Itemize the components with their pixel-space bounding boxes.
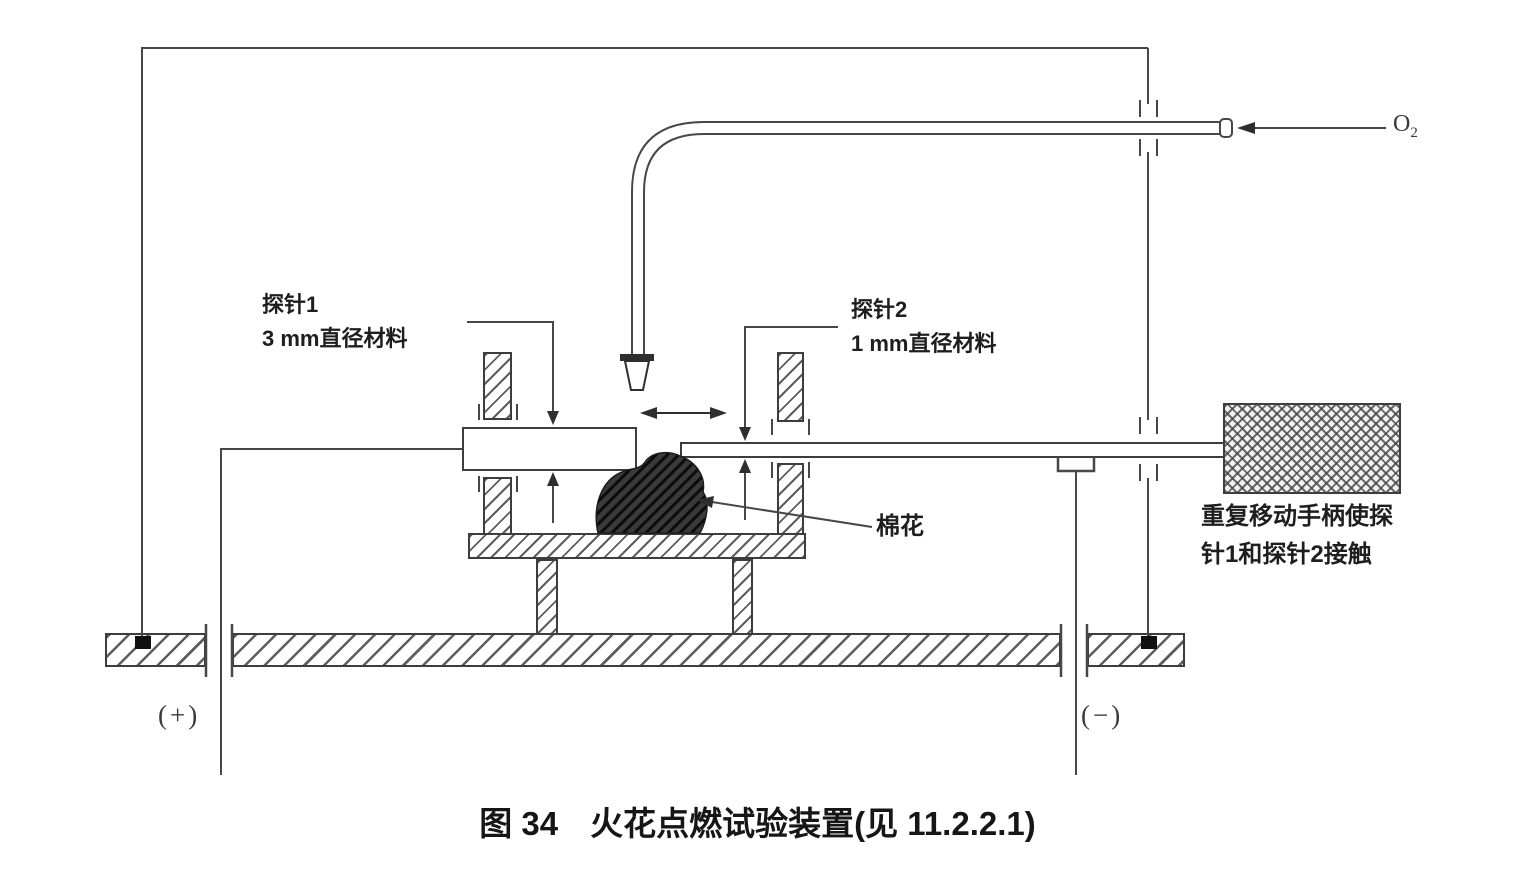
handle-instruction: 重复移动手柄使探 针1和探针2接触 [1201, 498, 1393, 574]
tube-inner-line [643, 133, 1220, 359]
probe1-annotation: 探针1 3 mm直径材料 [262, 288, 407, 356]
break-below-tube [1139, 139, 1158, 156]
cup-left-wall-upper [483, 352, 512, 420]
terminal-block-left [135, 636, 151, 649]
nozzle-tip [623, 360, 651, 391]
probe2-annotation: 探针2 1 mm直径材料 [851, 293, 996, 361]
probe1-leader [467, 321, 559, 523]
top-and-left-wire [141, 47, 1148, 636]
o2-arrowhead-icon [1237, 122, 1255, 134]
base-plate-middle-section [232, 633, 1061, 667]
figure-number: 图 34 [479, 805, 559, 842]
cotton-label: 棉花 [876, 513, 924, 540]
rod-wire-clamp [1056, 456, 1096, 473]
gap-arrowhead-right-icon [710, 407, 727, 419]
handle-instruction-line2: 针1和探针2接触 [1201, 541, 1372, 568]
base-plate-gap-caps [204, 624, 1089, 677]
break-below-rod [1139, 464, 1158, 481]
base-plate-right-section [1087, 633, 1185, 667]
gap-double-arrow [640, 407, 727, 419]
figure-caption: 图 34 火花点燃试验装置(见 11.2.2.1) [0, 797, 1515, 845]
support-leg-right [732, 559, 753, 635]
handle-instruction-line1: 重复移动手柄使探 [1201, 503, 1393, 530]
oxygen-tube [631, 118, 1233, 359]
positive-electrode-wire [220, 448, 462, 775]
cup-bottom-plate [468, 533, 806, 559]
wire-crossing-breaks [1139, 100, 1158, 481]
gap-arrowhead-left-icon [640, 407, 657, 419]
cup-left-wall-lower [483, 477, 512, 535]
break-above-tube [1139, 100, 1158, 117]
probe2-up-arrowhead-icon [739, 459, 751, 473]
oxygen-symbol: O [1393, 111, 1411, 137]
break-above-rod [1139, 417, 1158, 434]
terminal-block-right [1141, 636, 1157, 649]
cotton-leader-line [711, 501, 873, 528]
o2-flow-arrow [1237, 122, 1386, 134]
cup-right-wall-upper [777, 352, 804, 422]
base-plate-left-section [105, 633, 206, 667]
probe1-holder-block [462, 427, 637, 471]
positive-terminal-label: (+) [158, 700, 201, 730]
probe1-up-arrowhead-icon [547, 472, 559, 486]
figure-title: 火花点燃试验装置(见 11.2.2.1) [590, 805, 1036, 842]
probe2-spec: 1 mm直径材料 [851, 331, 997, 356]
nozzle-collar [620, 354, 654, 361]
wall-break-ticks [478, 404, 810, 492]
probe2-leader [739, 326, 838, 520]
tube-inlet-cap [1219, 118, 1233, 138]
probe2-down-arrowhead-icon [739, 427, 751, 441]
oxygen-label: O2 [1393, 111, 1418, 142]
cotton-sample [595, 451, 708, 534]
probe2-leader-line [744, 326, 838, 427]
oxygen-subscript: 2 [1410, 124, 1418, 141]
probe1-leader-line [467, 321, 554, 411]
cotton-leader [697, 496, 873, 528]
tube-outer-line [631, 121, 1220, 359]
probe1-down-arrowhead-icon [547, 411, 559, 425]
probe2-title: 探针2 [851, 297, 908, 322]
handle-block [1223, 403, 1401, 494]
cotton-arrowhead-icon [697, 496, 714, 508]
negative-terminal-label: (−) [1081, 700, 1124, 730]
probe1-title: 探针1 [262, 292, 319, 317]
circuit-wires [141, 47, 1149, 775]
probe1-spec: 3 mm直径材料 [262, 326, 408, 351]
